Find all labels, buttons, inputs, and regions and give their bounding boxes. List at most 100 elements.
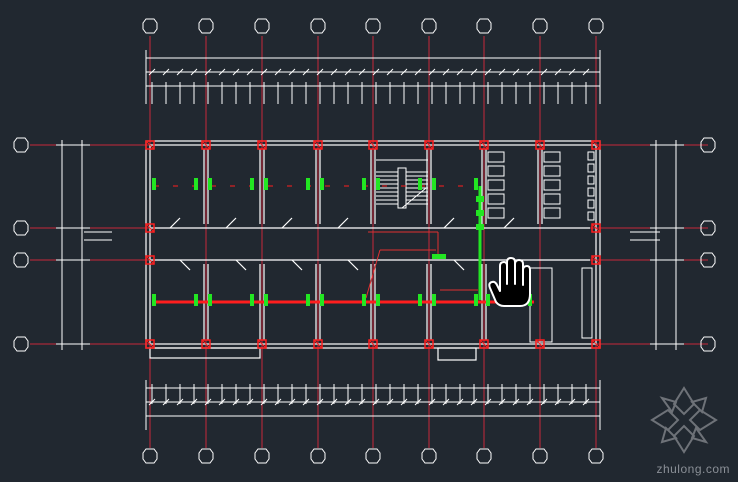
stairwell (376, 159, 428, 209)
axis-bubble (365, 448, 381, 464)
column-hatch (257, 140, 267, 150)
dimension-slash (316, 68, 324, 76)
urinal (587, 151, 595, 161)
axis-bubble (532, 18, 548, 34)
dimension-slash (400, 398, 408, 406)
structural-columns (145, 140, 601, 349)
dimension-slash (148, 68, 156, 76)
dimension-slash (162, 68, 170, 76)
dimension-slash (386, 68, 394, 76)
column-hatch (313, 140, 323, 150)
axis-bubble (310, 18, 326, 34)
toilet-stall (487, 165, 505, 177)
watermark-text: zhulong.com (656, 462, 730, 476)
column-marker (145, 255, 155, 265)
column-hatch (201, 339, 211, 349)
dimension-slash (204, 398, 212, 406)
dimension-slash (498, 398, 506, 406)
axis-bubble (700, 252, 716, 268)
light-fixture (208, 178, 212, 190)
dimension-slash (260, 68, 268, 76)
dimension-slash (162, 398, 170, 406)
door-swing (347, 259, 359, 271)
column-hatch (591, 255, 601, 265)
column-hatch (145, 339, 155, 349)
light-fixture (264, 294, 268, 306)
dimension-slash (246, 398, 254, 406)
light-fixture (376, 178, 380, 190)
column-hatch (201, 140, 211, 150)
column-marker (591, 140, 601, 150)
dimension-slash (302, 68, 310, 76)
light-fixture (152, 178, 156, 190)
light-fixture (376, 294, 380, 306)
zhulong-logo-icon (650, 386, 718, 454)
door-swing (179, 259, 191, 271)
dimension-slash (414, 398, 422, 406)
column-marker (591, 255, 601, 265)
light-fixture (476, 196, 484, 202)
axis-bubble (13, 252, 29, 268)
column-marker (201, 339, 211, 349)
toilet-stall (543, 179, 561, 191)
column-marker (145, 339, 155, 349)
door-swing (235, 259, 247, 271)
column-marker (535, 140, 545, 150)
dimension-slash (470, 398, 478, 406)
dimension-slash (428, 398, 436, 406)
shaft (529, 267, 553, 343)
toilet-stall (543, 207, 561, 219)
axis-bubble (254, 18, 270, 34)
column-hatch (145, 255, 155, 265)
axis-bubble (532, 448, 548, 464)
column-marker (145, 223, 155, 233)
light-fixture (250, 294, 254, 306)
dimension-slash (358, 68, 366, 76)
light-fixture (152, 294, 156, 306)
dimension-slash (498, 68, 506, 76)
dimension-slash (204, 68, 212, 76)
dimension-slash (512, 398, 520, 406)
column-marker (201, 140, 211, 150)
column-hatch (257, 339, 267, 349)
light-fixture (264, 178, 268, 190)
light-fixture (474, 178, 478, 190)
dimension-slash (190, 68, 198, 76)
axis-bubble (13, 137, 29, 153)
toilet-stall (487, 179, 505, 191)
column-hatch (591, 140, 601, 150)
distribution-panel (432, 254, 446, 259)
toilet-stall (543, 151, 561, 163)
stair-well (397, 167, 407, 209)
dimension-slash (176, 398, 184, 406)
dimension-slash (456, 398, 464, 406)
dimension-slash (302, 398, 310, 406)
axis-bubble (700, 220, 716, 236)
circuit-thin (365, 249, 381, 299)
column-marker (535, 339, 545, 349)
dimension-slash (232, 398, 240, 406)
dimension-slash (218, 68, 226, 76)
dimension-slash (582, 398, 590, 406)
axis-bubbles (13, 18, 716, 464)
axis-bubble (198, 18, 214, 34)
column-hatch (535, 339, 545, 349)
axis-bubble (588, 18, 604, 34)
light-fixture (418, 294, 422, 306)
axis-bubble (700, 336, 716, 352)
dimension-slash (274, 68, 282, 76)
column-hatch (479, 339, 489, 349)
dimension-slash (526, 68, 534, 76)
light-fixture (476, 224, 484, 230)
door-swing (291, 259, 303, 271)
shaft-side (581, 267, 593, 339)
door-swing (453, 259, 465, 271)
column-hatch (368, 140, 378, 150)
axis-bubble (588, 448, 604, 464)
dimension-slash (484, 398, 492, 406)
light-fixture (320, 178, 324, 190)
pan-hand-icon (488, 257, 531, 307)
lighting-fixtures (152, 178, 532, 306)
